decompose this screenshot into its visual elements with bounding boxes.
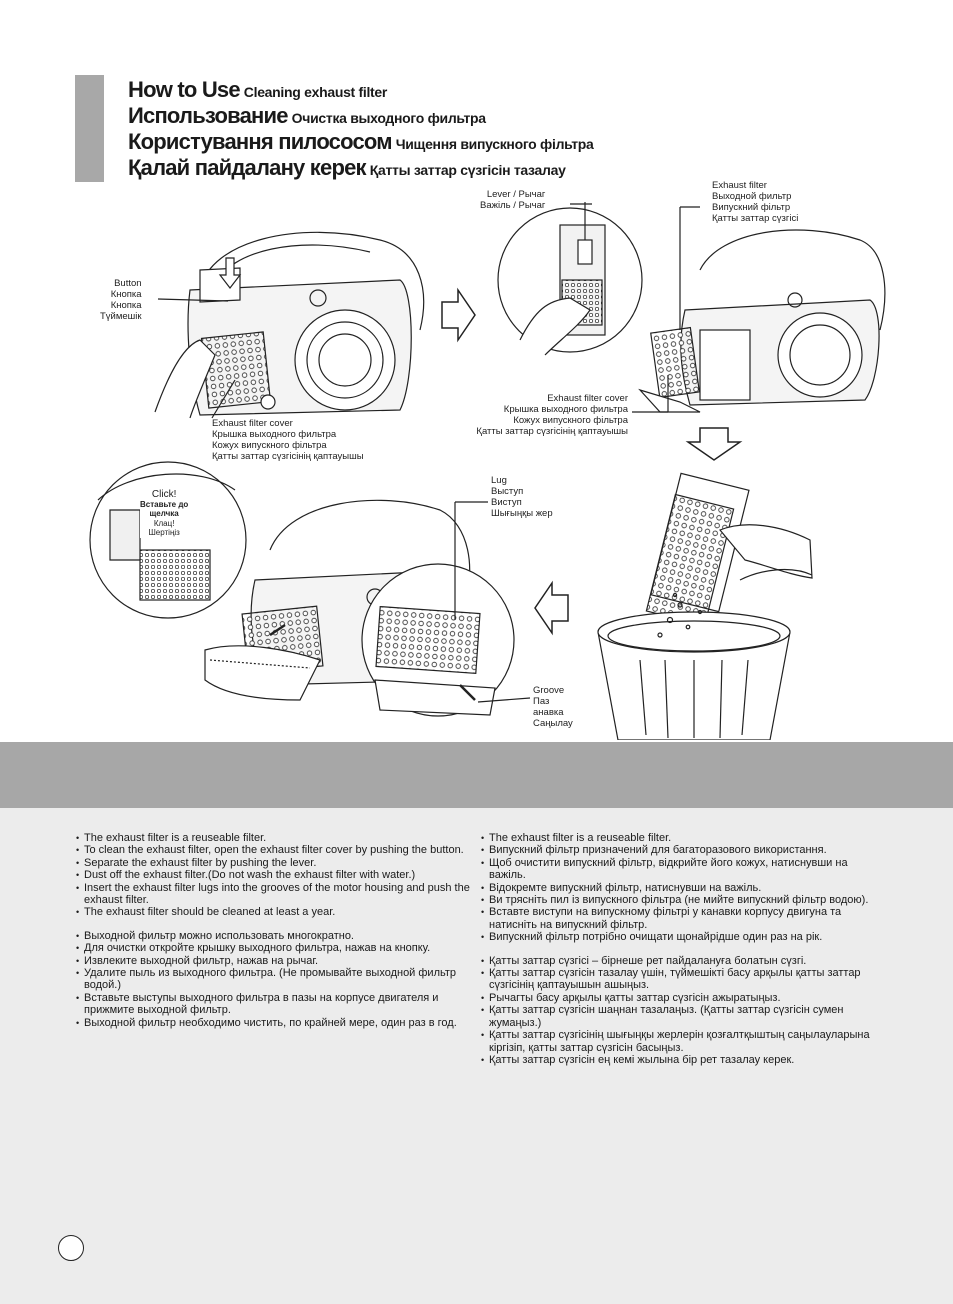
label-line: Випускний фільтр bbox=[712, 202, 791, 213]
label-line: Шығыңқы жер bbox=[491, 508, 553, 519]
label-line: Exhaust filter bbox=[712, 180, 767, 191]
list-item: Рычагты басу арқылы қатты заттар сүзгісі… bbox=[481, 992, 877, 1005]
illustrations bbox=[89, 202, 886, 740]
title-sub: Cleaning exhaust filter bbox=[243, 84, 388, 100]
figure-lever-inset bbox=[497, 202, 643, 356]
title-sub: Чищення випускного фільтра bbox=[395, 136, 594, 152]
list-item: Қатты заттар сүзгісін шаңнан тазалаңыз. … bbox=[481, 1004, 877, 1029]
list-item: Separate the exhaust filter by pushing t… bbox=[76, 857, 472, 870]
list-item: The exhaust filter should be cleaned at … bbox=[76, 906, 472, 919]
label-line: Вставьте до bbox=[140, 499, 189, 509]
list-item: Выходной фильтр необходимо чистить, по к… bbox=[76, 1017, 472, 1030]
label-lug: Lug Выступ Виступ Шығыңқы жер bbox=[491, 475, 553, 519]
label-line: Lug bbox=[491, 475, 507, 486]
label-line: Крышка выходного фильтра bbox=[503, 404, 628, 415]
instructions-kazakh: Қатты заттар сүзгісі – бірнеше рет пайда… bbox=[481, 955, 877, 1067]
arrow-left-icon bbox=[534, 580, 569, 636]
label-line: Қатты заттар сүзгісі bbox=[712, 213, 799, 224]
list-item: Випускний фільтр призначений для багатор… bbox=[481, 844, 877, 857]
label-line: Click! bbox=[151, 489, 177, 500]
instructions-ukrainian: The exhaust filter is a reuseable filter… bbox=[481, 832, 877, 944]
title-main: Использование bbox=[128, 103, 288, 128]
label-line: анавка bbox=[533, 707, 564, 718]
groove-leader bbox=[477, 697, 531, 703]
label-line: щелчка bbox=[149, 509, 179, 518]
label-line: Түймешік bbox=[100, 311, 142, 322]
label-line: Button bbox=[114, 278, 142, 289]
list-item: The exhaust filter is a reuseable filter… bbox=[76, 832, 472, 845]
label-exhaust-cover-2: Exhaust filter cover Крышка выходного фи… bbox=[452, 393, 628, 437]
label-line: Выходной фильтр bbox=[712, 191, 792, 202]
figure-dusting-filter bbox=[597, 472, 813, 740]
list-item: Извлеките выходной фильтр, нажав на рыча… bbox=[76, 955, 472, 968]
figure-filter-removed bbox=[638, 229, 886, 413]
label-line: Кожух випускного фільтра bbox=[513, 415, 628, 426]
label-line: Қатты заттар сүзгісінің қаптауышы bbox=[212, 451, 364, 462]
list-item: Щоб очистити випускний фільтр, відкрийте… bbox=[481, 857, 877, 882]
list-item: Insert the exhaust filter lugs into the … bbox=[76, 882, 472, 907]
label-lever: Lever / Рычаг Важіль / Рычаг bbox=[480, 189, 545, 211]
instructions-russian: Выходной фильтр можно использовать много… bbox=[76, 930, 472, 1030]
title-sub: Очистка выходного фильтра bbox=[291, 110, 486, 126]
list-item: Қатты заттар сүзгісінің шығыңқы жерлерін… bbox=[481, 1029, 877, 1054]
label-button: Button Кнопка Кнопка Түймешік bbox=[100, 278, 142, 322]
list-item: Вставьте выступы выходного фильтра в паз… bbox=[76, 992, 472, 1017]
arrow-down-icon bbox=[685, 427, 743, 461]
label-line: Lever / Рычаг bbox=[486, 189, 546, 200]
label-exhaust-cover-1: Exhaust filter cover Крышка выходного фи… bbox=[212, 418, 364, 462]
list-item: Қатты заттар сүзгісін ең кемі жылына бір… bbox=[481, 1054, 877, 1067]
list-item: Ви трясніть пил із випускного фільтра (н… bbox=[481, 894, 877, 907]
list-item: The exhaust filter is a reuseable filter… bbox=[481, 832, 877, 845]
page-number-circle bbox=[58, 1235, 84, 1261]
figure-lug-groove-inset bbox=[361, 563, 515, 717]
label-line: Groove bbox=[533, 685, 565, 696]
list-item: Удалите пыль из выходного фильтра. (Не п… bbox=[76, 967, 472, 992]
list-item: Қатты заттар сүзгісі – бірнеше рет пайда… bbox=[481, 955, 877, 968]
button-leader bbox=[157, 298, 229, 302]
label-line: Выступ bbox=[491, 486, 524, 497]
label-line: Важіль / Рычаг bbox=[480, 200, 546, 211]
list-item: Для очистки откройте крышку выходного фи… bbox=[76, 942, 472, 955]
label-line: Exhaust filter cover bbox=[212, 418, 293, 429]
list-item: Відокремте випускний фільтр, натиснувши … bbox=[481, 882, 877, 895]
label-exhaust-filter: Exhaust filter Выходной фильтр Випускний… bbox=[712, 180, 798, 224]
title-main: Користування пилососом bbox=[128, 129, 393, 154]
title-sub: Қатты заттар сүзгісін тазалау bbox=[369, 162, 566, 178]
list-item: Қатты заттар сүзгісін тазалау үшін, түйм… bbox=[481, 967, 877, 992]
instructions-english: The exhaust filter is a reuseable filter… bbox=[76, 832, 472, 919]
list-item: Випускний фільтр потрібно очищати щонайр… bbox=[481, 931, 877, 944]
title-main: Қалай пайдалану керек bbox=[128, 155, 367, 180]
label-line: Кнопка bbox=[110, 300, 142, 311]
label-line: Шертіңіз bbox=[148, 528, 180, 537]
list-item: Dust off the exhaust filter.(Do not wash… bbox=[76, 869, 472, 882]
list-item: Вставте виступи на випускному фільтрі у … bbox=[481, 906, 877, 931]
section-tab bbox=[75, 75, 104, 182]
label-line: Крышка выходного фильтра bbox=[212, 429, 337, 440]
label-click: Click! Вставьте до щелчка Клац! Шертіңіз bbox=[140, 489, 189, 538]
list-item: Выходной фильтр можно использовать много… bbox=[76, 930, 472, 943]
arrow-right-icon bbox=[441, 287, 476, 343]
label-line: Кожух випускного фільтра bbox=[212, 440, 327, 451]
separator-band bbox=[0, 742, 953, 808]
figure-vacuum-open-cover bbox=[154, 231, 425, 419]
cover1-leader bbox=[211, 379, 236, 419]
instructions-right-column: The exhaust filter is a reuseable filter… bbox=[481, 832, 877, 1077]
label-line: Клац! bbox=[153, 518, 175, 528]
title-main: How to Use bbox=[128, 77, 241, 102]
label-line: Кнопка bbox=[110, 289, 142, 300]
label-line: Exhaust filter cover bbox=[547, 393, 628, 404]
label-line: Виступ bbox=[491, 497, 522, 508]
label-line: Паз bbox=[533, 696, 550, 707]
label-line: Саңылау bbox=[533, 718, 573, 729]
label-line: Қатты заттар сүзгісінің қаптауышы bbox=[476, 426, 628, 437]
instructions-left-column: The exhaust filter is a reuseable filter… bbox=[76, 832, 472, 1040]
label-groove: Groove Паз анавка Саңылау bbox=[533, 685, 573, 729]
figure-click-inset bbox=[89, 461, 247, 619]
list-item: To clean the exhaust filter, open the ex… bbox=[76, 844, 472, 857]
